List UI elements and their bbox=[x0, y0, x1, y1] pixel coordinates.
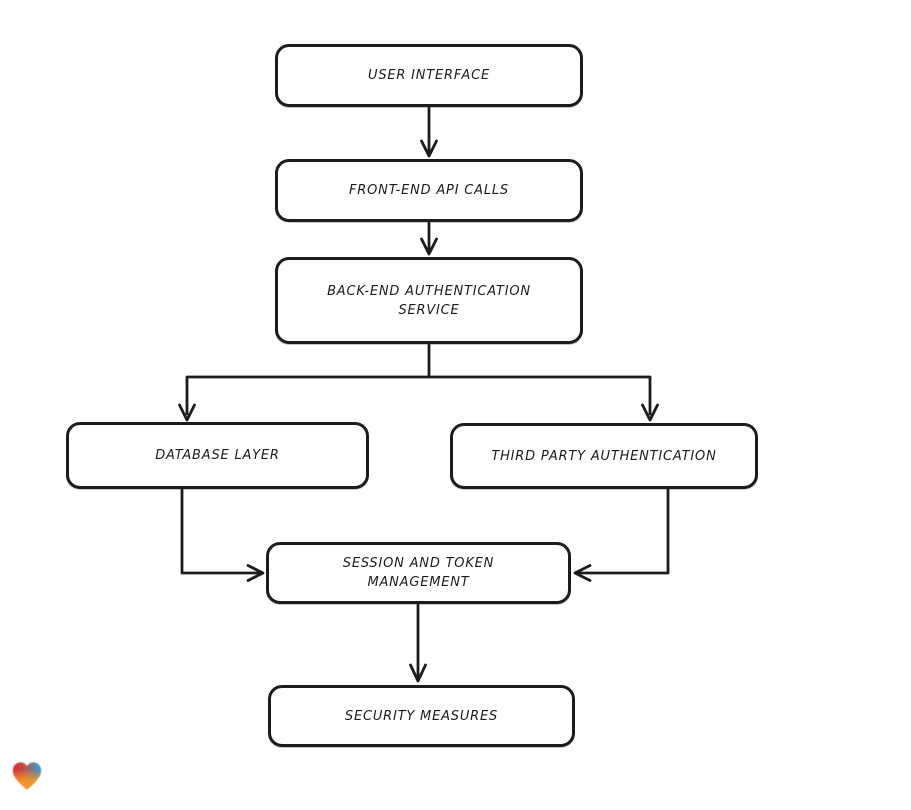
edge-database-to-session-arrowhead bbox=[246, 564, 265, 582]
edge-backend-branch bbox=[185, 343, 652, 416]
node-front-end-api-calls: FRONT-END API CALLS bbox=[275, 159, 583, 222]
heart-shape bbox=[12, 762, 42, 790]
node-back-end-authentication-service-label: BACK-END AUTHENTICATION SERVICE bbox=[327, 283, 531, 318]
node-front-end-api-calls-label: FRONT-END API CALLS bbox=[349, 183, 509, 198]
node-security-measures-label: SECURITY MEASURES bbox=[344, 708, 499, 724]
node-database-layer-label: DATABASE LAYER bbox=[155, 448, 280, 463]
edge-backend-to-database-arrowhead bbox=[178, 403, 196, 422]
edge-thirdparty-to-session-arrowhead bbox=[573, 564, 592, 582]
node-session-and-token-management: SESSION AND TOKEN MANAGEMENT bbox=[266, 542, 571, 604]
edge-session-to-security-arrowhead bbox=[409, 663, 427, 683]
node-security-measures: SECURITY MEASURES bbox=[268, 685, 575, 747]
node-third-party-authentication-label: THIRD PARTY AUTHENTICATION bbox=[491, 448, 717, 464]
eraser-heart-logo bbox=[10, 758, 44, 795]
node-third-party-authentication: THIRD PARTY AUTHENTICATION bbox=[450, 423, 758, 489]
node-user-interface-label: USER INTERFACE bbox=[368, 68, 490, 83]
edge-backend-to-thirdparty-arrowhead bbox=[641, 403, 659, 422]
node-session-and-token-management-label: SESSION AND TOKEN MANAGEMENT bbox=[342, 556, 495, 590]
edge-database-to-session bbox=[180, 488, 262, 575]
edge-frontend-to-backend-arrowhead bbox=[420, 237, 438, 256]
edge-thirdparty-to-session bbox=[576, 488, 670, 575]
node-user-interface: USER INTERFACE bbox=[275, 44, 583, 107]
edge-ui-to-frontend-arrowhead bbox=[420, 139, 438, 158]
node-back-end-authentication-service: BACK-END AUTHENTICATION SERVICE bbox=[275, 257, 583, 344]
node-database-layer: DATABASE LAYER bbox=[66, 422, 369, 489]
